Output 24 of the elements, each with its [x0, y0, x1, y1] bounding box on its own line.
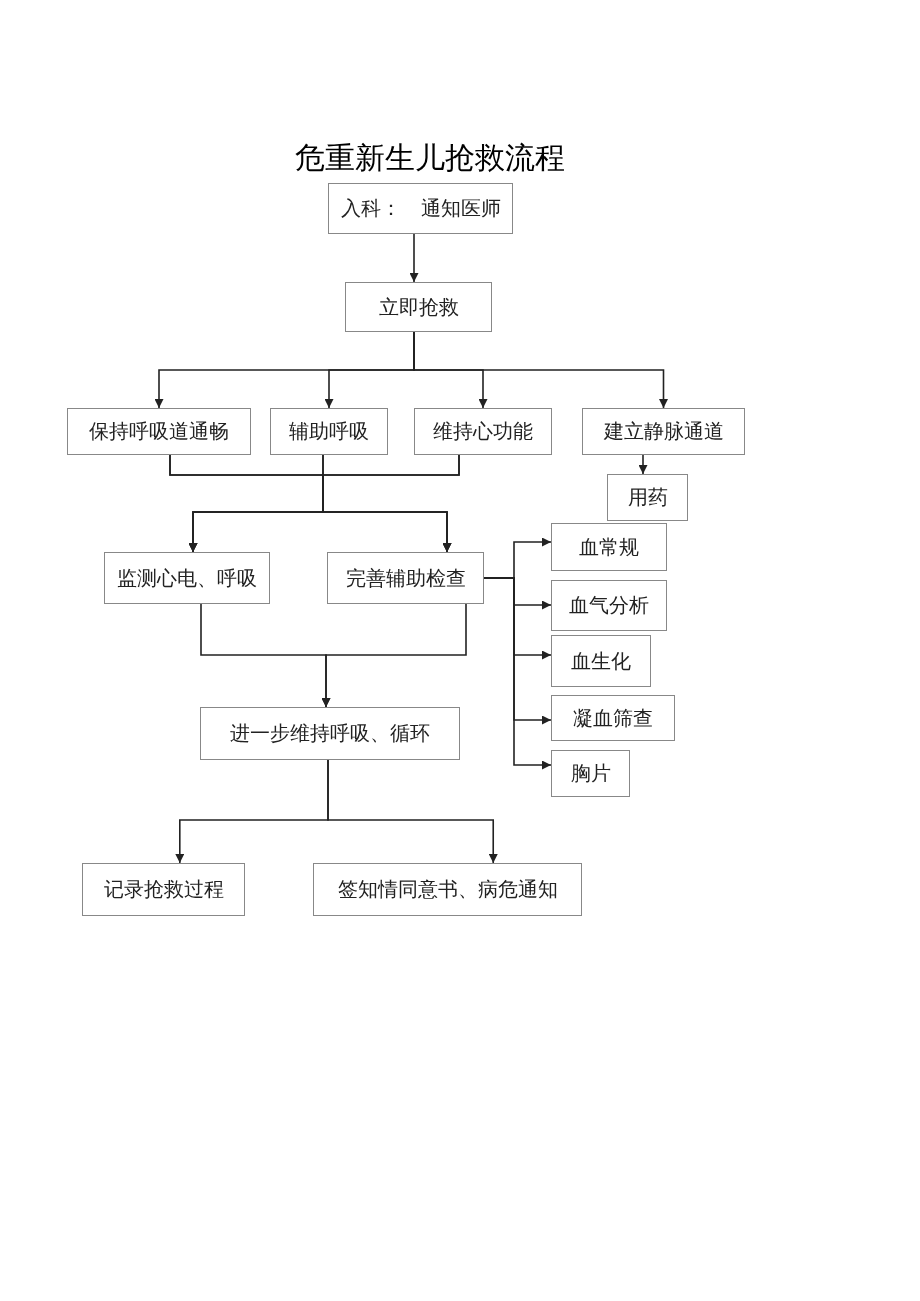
- title: 危重新生儿抢救流程: [294, 139, 566, 177]
- process-box: 完善辅助检查: [327, 552, 484, 604]
- process-box: 进一步维持呼吸、循环: [200, 707, 460, 760]
- process-box: 维持心功能: [414, 408, 552, 455]
- process-box: 血气分析: [551, 580, 667, 631]
- process-box: 凝血筛查: [551, 695, 675, 741]
- process-box: 签知情同意书、病危通知: [313, 863, 582, 916]
- process-box: 血常规: [551, 523, 667, 571]
- arrow: [321, 603, 467, 708]
- arrow: [413, 331, 668, 409]
- process-box: 监测心电、呼吸: [104, 552, 270, 604]
- process-box: 立即抢救: [345, 282, 492, 332]
- process-box: 胸片: [551, 750, 630, 797]
- arrow: [327, 759, 498, 864]
- process-box: 建立静脉通道: [582, 408, 745, 455]
- process-box: 入科： 通知医师: [328, 183, 513, 234]
- process-box: 辅助呼吸: [270, 408, 388, 455]
- process-box: 血生化: [551, 635, 651, 687]
- arrow: [638, 454, 648, 475]
- process-box: 保持呼吸道通畅: [67, 408, 251, 455]
- arrow: [483, 577, 552, 770]
- arrow: [409, 233, 419, 283]
- process-box: 记录抢救过程: [82, 863, 245, 916]
- process-box: 用药: [607, 474, 688, 521]
